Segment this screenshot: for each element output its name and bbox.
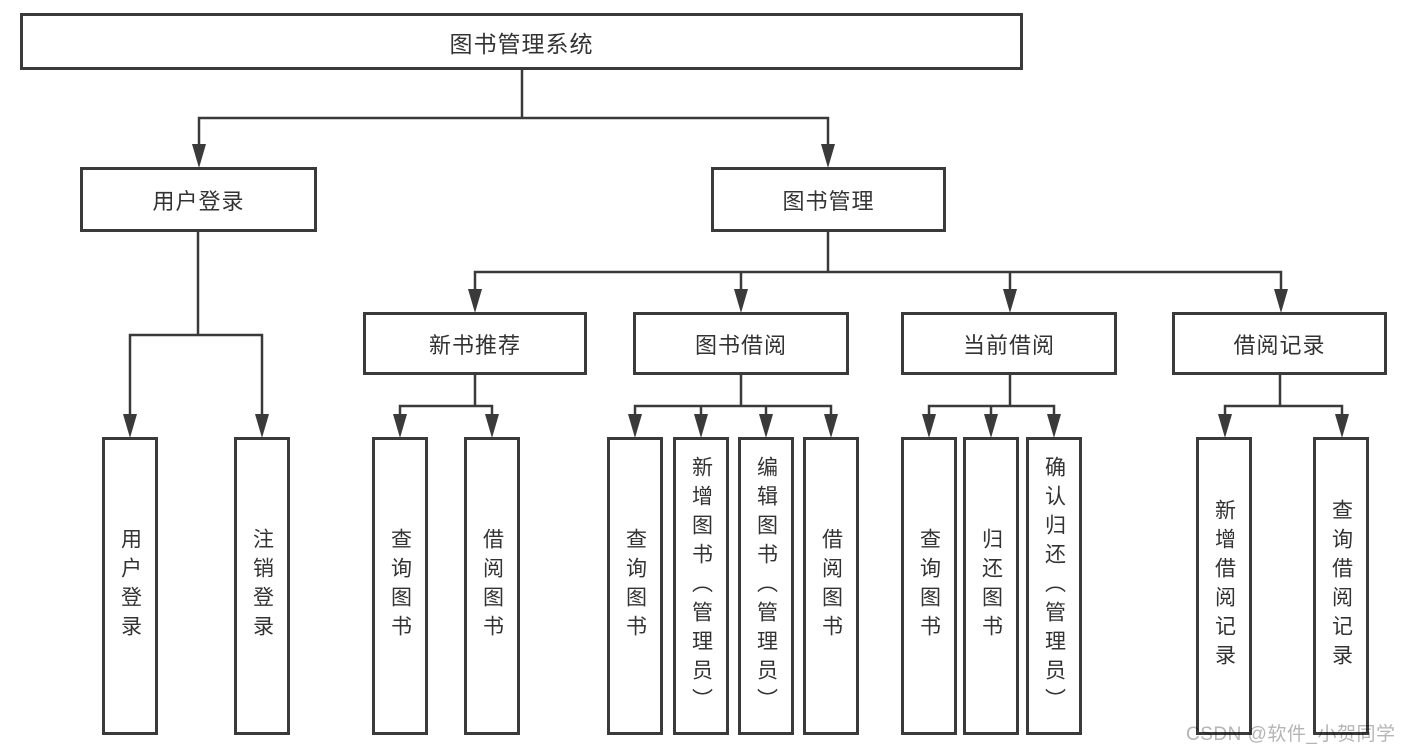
leaf-br-query-record: 查询借阅记录: [1313, 437, 1369, 735]
leaf-cb-confirm-return-label: 确认归还（管理员）: [1042, 455, 1066, 717]
node-user-login-label: 用户登录: [152, 188, 245, 214]
leaf-bb-edit-book: 编辑图书（管理员）: [738, 437, 794, 735]
node-borrow-record-label: 借阅记录: [1233, 332, 1326, 358]
node-new-book-recommend-label: 新书推荐: [428, 332, 521, 358]
leaf-bb-borrow-book: 借阅图书: [803, 437, 859, 735]
node-book-borrow-label: 图书借阅: [694, 332, 787, 358]
leaf-bb-query-book: 查询图书: [607, 437, 663, 735]
leaf-nb-borrow-book-label: 借阅图书: [480, 528, 504, 644]
leaf-user-login-label: 用户登录: [118, 528, 142, 644]
node-current-borrow-label: 当前借阅: [962, 332, 1055, 358]
leaf-cb-query-book-label: 查询图书: [917, 528, 941, 644]
leaf-cb-return-book-label: 归还图书: [979, 528, 1003, 644]
leaf-bb-borrow-book-label: 借阅图书: [819, 528, 843, 644]
node-borrow-record: 借阅记录: [1172, 312, 1387, 375]
leaf-nb-borrow-book: 借阅图书: [464, 437, 520, 735]
leaf-bb-query-book-label: 查询图书: [623, 528, 647, 644]
node-book-management: 图书管理: [711, 167, 946, 232]
node-book-borrow: 图书借阅: [633, 312, 849, 375]
leaf-br-query-record-label: 查询借阅记录: [1329, 499, 1353, 673]
leaf-nb-query-book: 查询图书: [372, 437, 428, 735]
node-current-borrow: 当前借阅: [901, 312, 1117, 375]
csdn-watermark: CSDN @软件_小贺同学: [1186, 724, 1396, 745]
leaf-bb-add-book-label: 新增图书（管理员）: [689, 455, 713, 717]
leaf-cb-return-book: 归还图书: [963, 437, 1019, 735]
leaf-bb-add-book: 新增图书（管理员）: [673, 437, 729, 735]
leaf-cb-query-book: 查询图书: [901, 437, 957, 735]
leaf-user-login: 用户登录: [102, 437, 158, 735]
leaf-br-add-record-label: 新增借阅记录: [1212, 499, 1236, 673]
leaf-br-add-record: 新增借阅记录: [1196, 437, 1252, 735]
leaf-logout-label: 注销登录: [250, 528, 274, 644]
node-root-label: 图书管理系统: [449, 30, 594, 57]
node-user-login: 用户登录: [80, 167, 317, 232]
leaf-nb-query-book-label: 查询图书: [388, 528, 412, 644]
leaf-logout: 注销登录: [234, 437, 290, 735]
leaf-cb-confirm-return: 确认归还（管理员）: [1026, 437, 1082, 735]
leaf-bb-edit-book-label: 编辑图书（管理员）: [754, 455, 778, 717]
node-new-book-recommend: 新书推荐: [363, 312, 587, 375]
node-root: 图书管理系统: [20, 13, 1023, 70]
node-book-management-label: 图书管理: [782, 188, 875, 214]
